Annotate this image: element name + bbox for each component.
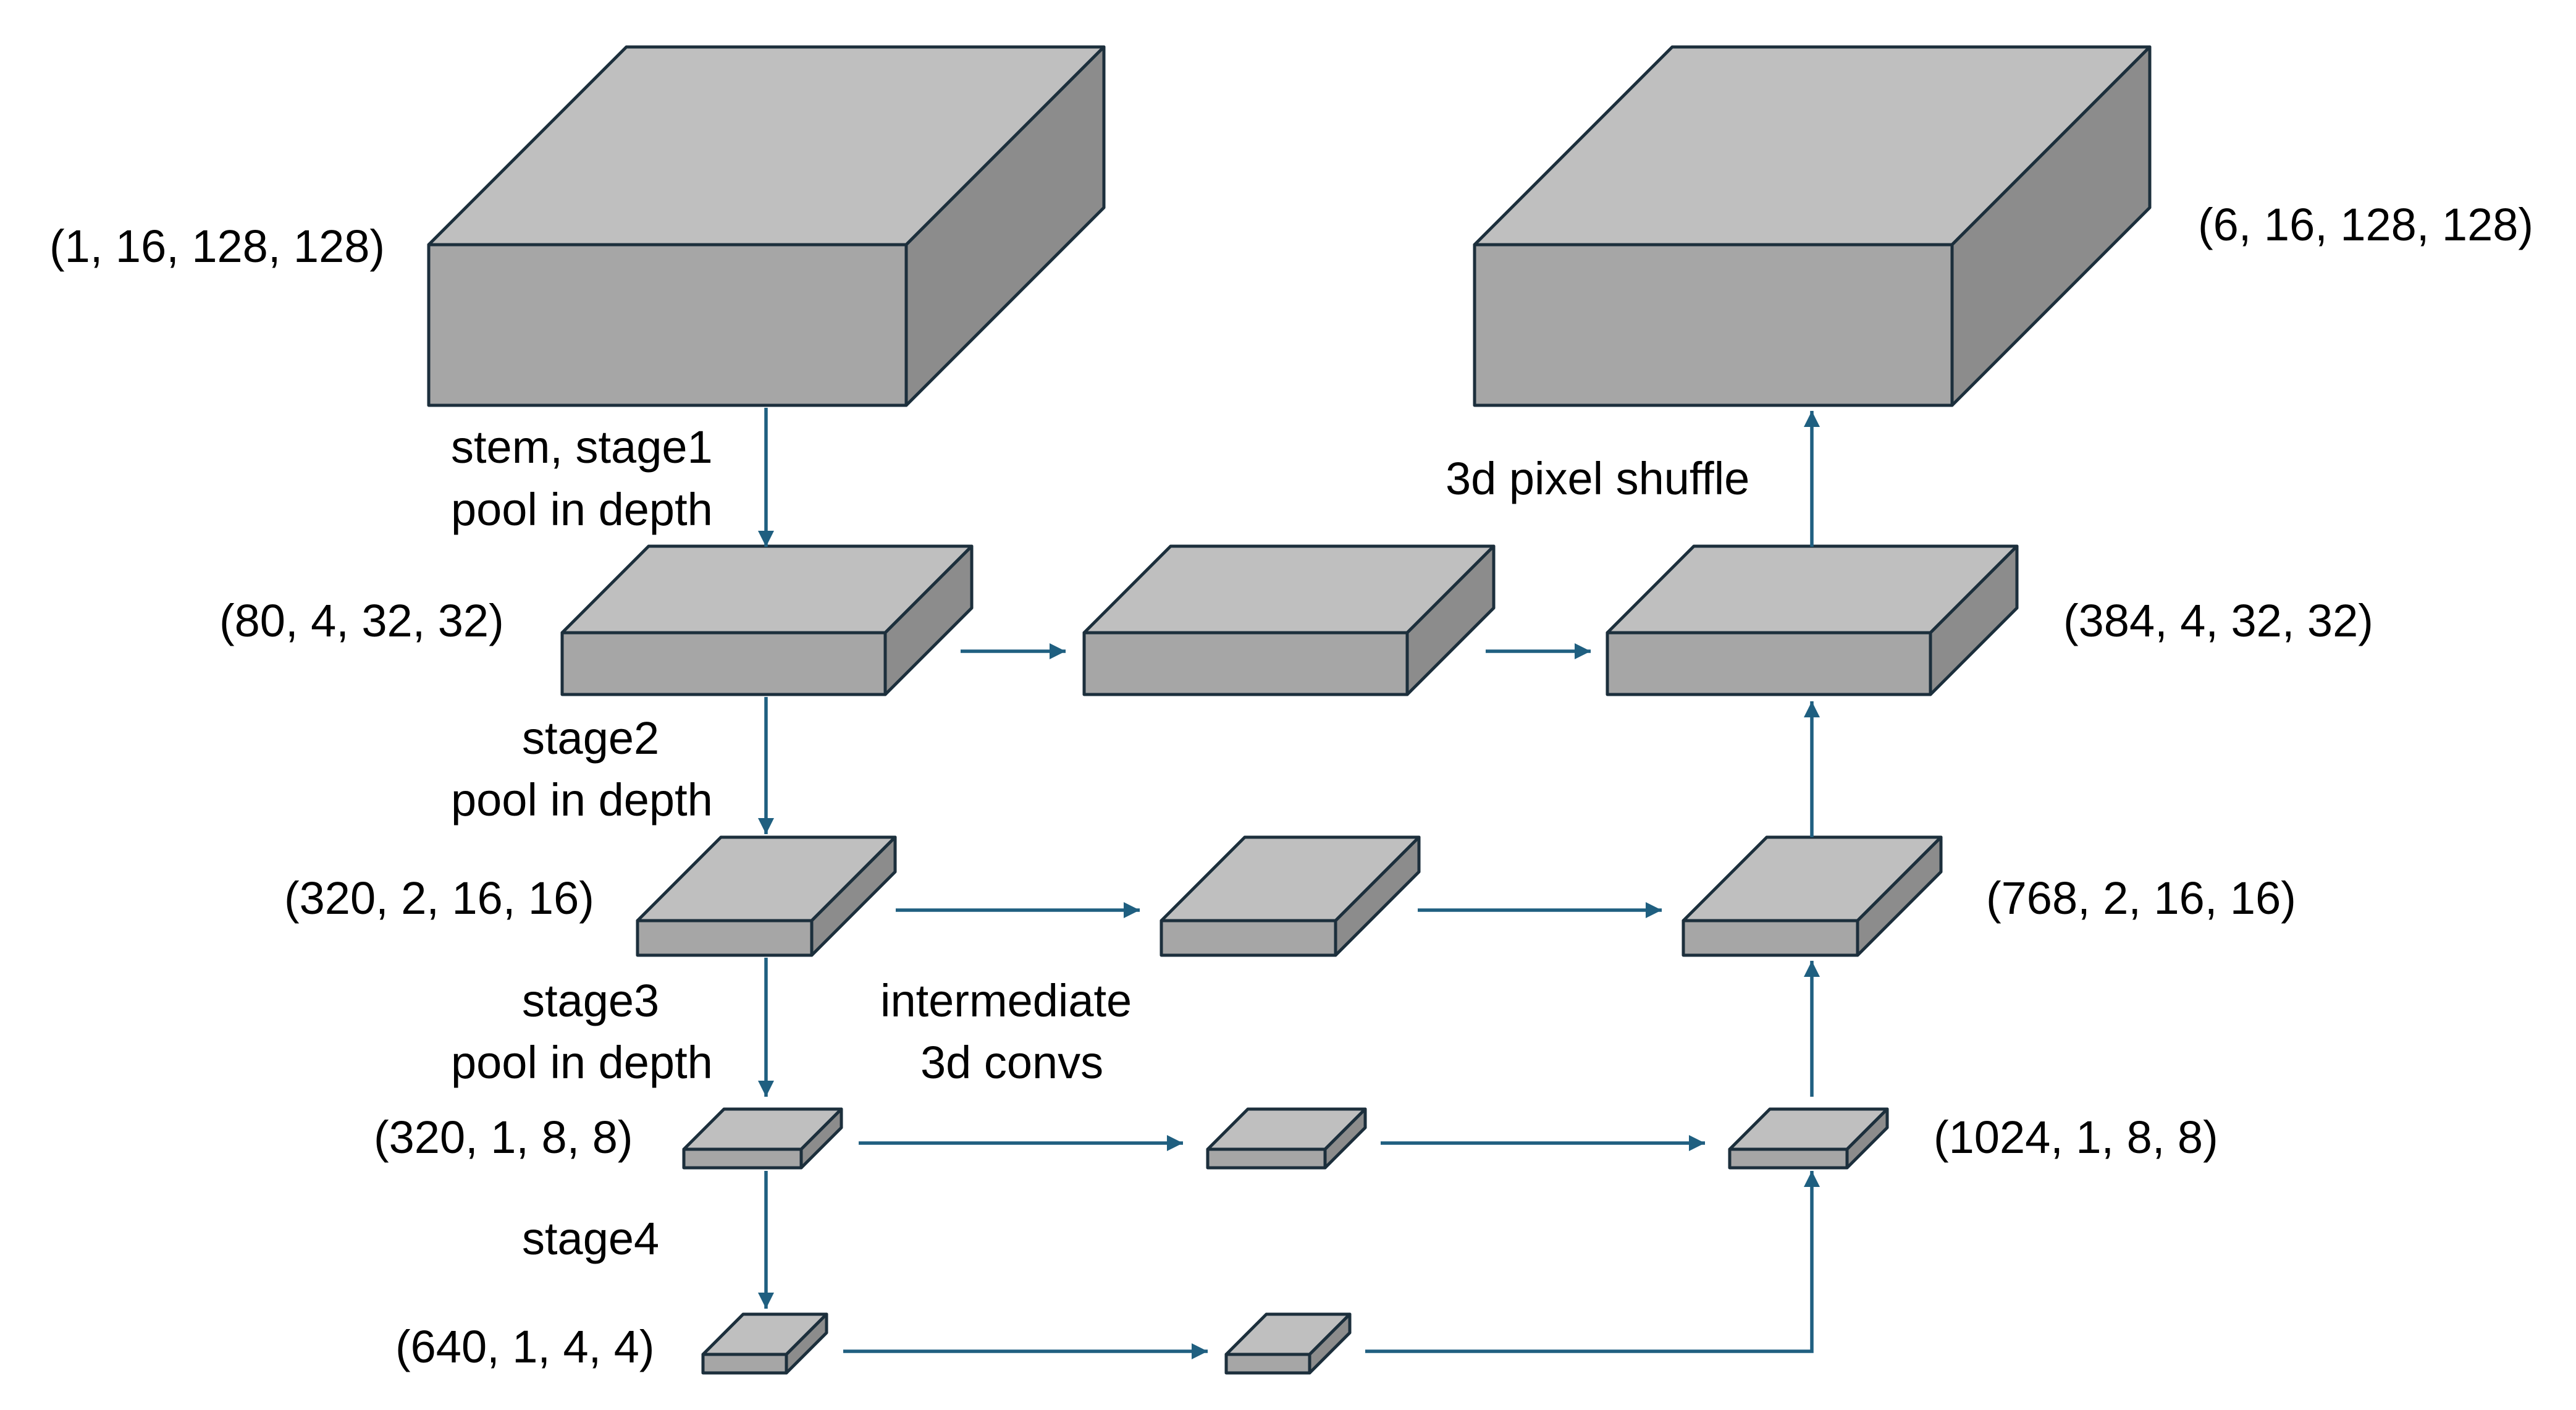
enc1-shape-label: (80, 4, 32, 32)	[219, 595, 504, 646]
arrow-enc3-to-bottleneck3	[859, 1135, 1183, 1151]
stage3-label-line2: pool in depth	[451, 1037, 713, 1088]
intermediate-label-line1: intermediate	[880, 975, 1132, 1026]
arrow-bottleneck3-to-dec3	[1381, 1135, 1705, 1151]
bottleneck1-volume	[1082, 544, 1496, 696]
arrow-dec1-to-output	[1804, 411, 1820, 547]
arrow-input-to-enc1	[758, 408, 774, 547]
arrow-dec3-to-dec2	[1804, 961, 1820, 1097]
dec1-volume	[1606, 544, 2019, 696]
dec3-shape-label: (1024, 1, 8, 8)	[1934, 1112, 2218, 1163]
shape-labels: (1, 16, 128, 128) (6, 16, 128, 128) (80,…	[49, 199, 2533, 1372]
arrow-enc2-to-enc3-arrowhead	[758, 1081, 774, 1097]
arrow-dec3-to-dec2-arrowhead	[1804, 961, 1820, 977]
arrow-bottleneck2-to-dec2	[1418, 902, 1662, 918]
enc2-volume	[636, 835, 897, 957]
arrow-enc1-to-bottleneck1	[961, 643, 1066, 659]
bottleneck3-volume-front-face	[1206, 1147, 1327, 1170]
feature-volumes	[427, 45, 2152, 1375]
enc4-volume	[701, 1312, 828, 1375]
enc2-volume-front-face	[636, 919, 814, 957]
dec2-volume	[1682, 835, 1943, 957]
enc3-shape-label: (320, 1, 8, 8)	[374, 1112, 633, 1163]
arrow-dec2-to-dec1	[1804, 701, 1820, 837]
bottleneck4-volume	[1224, 1312, 1352, 1375]
output-volume	[1473, 45, 2152, 407]
enc1-volume-front-face	[560, 631, 887, 696]
stage-labels: stem, stage1 pool in depth stage2 pool i…	[451, 421, 1749, 1264]
arrow-enc3-to-bottleneck3-arrowhead	[1167, 1135, 1183, 1151]
bottleneck4-volume-front-face	[1224, 1353, 1311, 1375]
arrow-enc1-to-bottleneck1-arrowhead	[1050, 643, 1066, 659]
enc2-shape-label: (320, 2, 16, 16)	[284, 872, 594, 924]
arrow-bottleneck1-to-dec1-arrowhead	[1575, 643, 1591, 659]
bottleneck3-volume	[1206, 1107, 1367, 1170]
bottleneck2-volume-front-face	[1160, 919, 1337, 957]
arrow-enc4-to-bottleneck4	[843, 1343, 1208, 1359]
data-flow-arrows	[758, 408, 1820, 1359]
intermediate-label-line2: 3d convs	[920, 1037, 1103, 1088]
arrow-input-to-enc1-arrowhead	[758, 531, 774, 547]
dec2-volume-front-face	[1682, 919, 1859, 957]
arrow-bottleneck3-to-dec3-arrowhead	[1689, 1135, 1705, 1151]
arrow-dec1-to-output-arrowhead	[1804, 411, 1820, 427]
arrow-dec2-to-dec1-arrowhead	[1804, 701, 1820, 717]
output-volume-front-face	[1473, 243, 1954, 407]
stage2-label-line1: stage2	[522, 712, 659, 764]
arrow-enc2-to-bottleneck2-arrowhead	[1124, 902, 1140, 918]
enc3-volume-front-face	[682, 1147, 803, 1170]
enc4-shape-label: (640, 1, 4, 4)	[395, 1321, 655, 1372]
enc1-volume	[560, 544, 974, 696]
arrow-bottleneck1-to-dec1	[1486, 643, 1591, 659]
stage2-label-line2: pool in depth	[451, 774, 713, 825]
arrow-enc2-to-enc3	[758, 958, 774, 1097]
input-shape-label: (1, 16, 128, 128)	[49, 221, 385, 272]
arrow-enc1-to-enc2-arrowhead	[758, 818, 774, 834]
dec3-volume-front-face	[1728, 1147, 1849, 1170]
stage3-label-line1: stage3	[522, 975, 659, 1026]
pixel-shuffle-label: 3d pixel shuffle	[1446, 453, 1749, 504]
dec2-shape-label: (768, 2, 16, 16)	[1986, 872, 2296, 924]
arrow-enc2-to-bottleneck2	[896, 902, 1140, 918]
stage1-label-line1: stem, stage1	[451, 421, 713, 473]
arrow-bottleneck4-to-dec3	[1365, 1171, 1820, 1353]
input-volume-front-face	[427, 243, 908, 407]
bottleneck1-volume-front-face	[1082, 631, 1409, 696]
arrow-enc4-to-bottleneck4-arrowhead	[1192, 1343, 1208, 1359]
arrow-enc3-to-enc4-arrowhead	[758, 1293, 774, 1309]
dec1-volume-front-face	[1606, 631, 1932, 696]
enc4-volume-front-face	[701, 1353, 788, 1375]
arrow-bottleneck2-to-dec2-arrowhead	[1646, 902, 1662, 918]
dec3-volume	[1728, 1107, 1889, 1170]
stage4-label: stage4	[522, 1213, 659, 1264]
arrow-enc1-to-enc2	[758, 697, 774, 834]
input-volume	[427, 45, 1106, 407]
bottleneck2-volume	[1160, 835, 1421, 957]
arrow-bottleneck4-to-dec3-arrowhead	[1804, 1171, 1820, 1187]
output-shape-label: (6, 16, 128, 128)	[2198, 199, 2533, 250]
arrow-enc3-to-enc4	[758, 1171, 774, 1309]
stage1-label-line2: pool in depth	[451, 484, 713, 535]
arrow-bottleneck4-to-dec3-line	[1365, 1171, 1814, 1353]
enc3-volume	[682, 1107, 843, 1170]
dec1-shape-label: (384, 4, 32, 32)	[2063, 595, 2373, 646]
